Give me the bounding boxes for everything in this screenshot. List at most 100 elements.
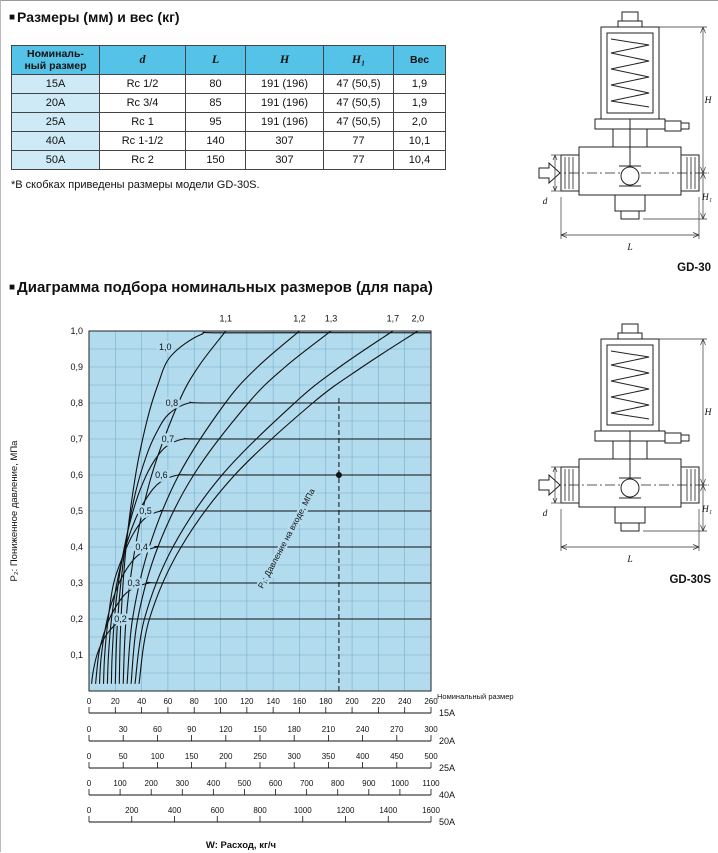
dim-H1-label: H₁ [701,193,712,203]
scale-tick-label: 80 [190,697,199,706]
table-header-cell: d [99,44,186,76]
dim-H-label: H [704,96,713,106]
curve-label: 2,0 [412,313,425,323]
table-cell: Rc 1-1/2 [99,131,186,152]
table-header-cell: H₁ [323,44,394,76]
scale-tick-label: 50 [119,752,128,761]
scale-tick-label: 0 [87,725,92,734]
scale-tick-label: 30 [119,725,128,734]
scale-tick-label: 160 [293,697,307,706]
scale-tick-label: 0 [87,697,92,706]
scale-tick-label: 800 [331,779,345,788]
table-header-cell: L [185,44,246,76]
scale-tick-label: 200 [345,697,359,706]
scale-tick-label: 300 [176,779,190,788]
scale-size-label: 15A [439,708,455,718]
table-header-cell: H [245,44,324,76]
dim-H-label: H [704,408,713,418]
scale-tick-label: 300 [288,752,302,761]
curve-label: 1,0 [159,342,172,352]
scale-tick-label: 200 [145,779,159,788]
valve-geometry-use [538,11,710,240]
curve-label: 1,1 [220,313,233,323]
scale-tick-label: 40 [137,697,146,706]
scale-tick-label: 500 [424,752,438,761]
table-cell: Rc 2 [99,150,186,171]
table-rowhead-cell: 15A [11,74,100,95]
dim-L-label: L [626,243,632,253]
table-rowhead-cell: 40A [11,131,100,152]
curve-label: 0,5 [139,506,152,516]
scale-size-label: 25A [439,763,455,773]
scale-tick-label: 260 [424,697,438,706]
table-cell: 140 [185,131,246,152]
curve-p1-0,5 [102,509,431,684]
table-cell: 307 [245,131,324,152]
curve-label: 0,2 [114,614,127,624]
scale-tick-label: 90 [187,725,196,734]
table-cell: 1,9 [393,74,446,95]
y-tick-label: 0,2 [70,614,83,624]
scale-tick-label: 20 [111,697,120,706]
dim-L-label: L [626,555,632,565]
scale-tick-label: 210 [322,725,336,734]
y-tick-label: 1,0 [70,326,83,336]
curve-p1-1,0 [118,331,431,684]
curve-label: 0,3 [127,578,140,588]
table-cell: 10,1 [393,131,446,152]
table-cell: 95 [185,112,246,133]
scale-tick-label: 300 [424,725,438,734]
scale-tick-label: 350 [322,752,336,761]
dim-H1-label: H₁ [701,505,712,515]
y-tick-label: 0,9 [70,362,83,372]
square-bullet-icon: ■ [9,282,16,293]
scale-tick-label: 1000 [391,779,409,788]
scale-tick-label: 60 [163,697,172,706]
scale-tick-label: 600 [269,779,283,788]
plot-border [88,330,432,692]
scale-tick-label: 200 [219,752,233,761]
valve-drawing-gd30s: H H₁ d L GD-30S [538,323,713,586]
scale-tick-label: 240 [398,697,412,706]
scale-tick-label: 1200 [337,806,355,815]
scale-tick-label: 200 [125,806,139,815]
curve-p1-0,7 [110,437,431,684]
table-cell: Rc 1 [99,112,186,133]
table-cell: 2,0 [393,112,446,133]
curve-p1-2,0 [138,331,419,684]
table-header-cell: Номиналь- ный размер [11,44,100,76]
scale-tick-label: 400 [207,779,221,788]
curve-p1-0,6 [106,473,431,684]
table-cell: 191 (196) [245,93,324,114]
table-rowhead-cell: 20A [11,93,100,114]
scale-tick-label: 1000 [294,806,312,815]
scale-tick-label: 150 [253,725,267,734]
curve-label: 0,6 [155,470,168,480]
y-tick-label: 0,1 [70,650,83,660]
scale-tick-label: 450 [390,752,404,761]
model-label-gd30: GD-30 [677,262,711,274]
curve-p1-0,2 [91,618,431,684]
table-cell: 47 (50,5) [323,93,394,114]
table-cell: 77 [323,131,394,152]
section-title-diagram-text: Диаграмма подбора номинальных размеров (… [17,279,433,296]
x-axis-title: W: Расход, кг/ч [206,840,276,851]
scale-tick-label: 800 [253,806,267,815]
scale-tick-label: 180 [288,725,302,734]
y-tick-label: 0,7 [70,434,83,444]
scale-tick-label: 0 [87,779,92,788]
scale-tick-label: 0 [87,752,92,761]
scale-tick-label: 240 [356,725,370,734]
table-cell: 80 [185,74,246,95]
scale-tick-label: 1600 [422,806,440,815]
curve-p1-1,3 [130,331,332,684]
curve-p1-0,3 [95,581,431,684]
scale-tick-label: 1400 [379,806,397,815]
scale-tick-label: 400 [356,752,370,761]
table-cell: 1,9 [393,93,446,114]
